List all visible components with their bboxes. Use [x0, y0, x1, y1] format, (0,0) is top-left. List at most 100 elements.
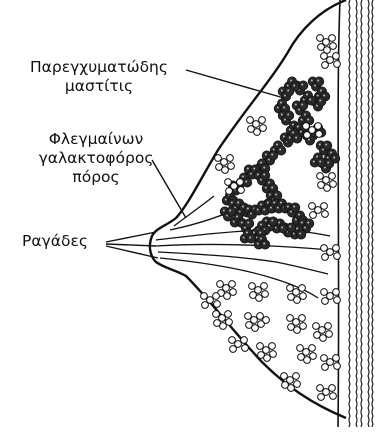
lobule-alveolus [322, 364, 329, 371]
inflamed-lobule [269, 217, 278, 226]
label-nipple-fissures: Ραγάδες [22, 232, 102, 251]
lobule-alveolus [309, 203, 316, 210]
inflamed-lobule-highlight [271, 187, 273, 189]
inflamed-lobule-highlight [304, 114, 306, 116]
inflamed-lobule [291, 203, 300, 212]
inflamed-lobule [269, 151, 278, 160]
lobule-alveolus [242, 345, 249, 352]
lobule-alveolus [315, 123, 322, 130]
lobule-alveolus [300, 293, 307, 300]
inflamed-lobule-highlight [320, 90, 322, 92]
lobule-alveolus [321, 245, 328, 252]
lobule-alveolus [226, 188, 233, 195]
inflamed-lobule-highlight [236, 216, 238, 218]
inflamed-lobule-highlight [280, 102, 282, 104]
lobule-alveolus [202, 302, 209, 309]
lobule-alveolus [329, 173, 336, 180]
lobule-alveolus [281, 373, 288, 380]
lobule-alveolus [263, 317, 270, 324]
inflamed-lobule-highlight [280, 202, 282, 204]
lobule-alveolus [333, 355, 340, 362]
lobule-alveolus [257, 343, 264, 350]
lobule-alveolus [300, 323, 307, 330]
inflamed-lobule-highlight [301, 222, 303, 224]
lobule-alveolus [213, 311, 220, 318]
lobule-alveolus [318, 394, 325, 401]
inflamed-lobule-highlight [293, 85, 295, 87]
lobule-alveolus [321, 289, 328, 296]
inflamed-lobule-highlight [296, 228, 298, 230]
lobule-alveolus [326, 331, 333, 338]
inflamed-lobule-highlight [327, 162, 329, 164]
inflamed-parenchyma [220, 77, 340, 249]
lobule-alveolus [334, 297, 341, 304]
lobule-alveolus [287, 285, 294, 292]
lobule-alveolus [294, 297, 301, 304]
inflamed-lobule-highlight [263, 243, 265, 245]
lobule-alveolus [330, 43, 337, 50]
lobule-alveolus [316, 131, 323, 138]
inflamed-lobule-highlight [287, 206, 289, 208]
lobule-alveolus [309, 345, 316, 352]
lobule-alveolus [321, 355, 328, 362]
inflamed-lobule-highlight [275, 194, 277, 196]
inflamed-lobule-highlight [307, 222, 309, 224]
inflamed-lobule [245, 219, 254, 228]
inflamed-lobule-highlight [295, 104, 297, 106]
inflamed-lobule-highlight [242, 176, 244, 178]
inflamed-lobule-highlight [268, 182, 270, 184]
lobule-alveolus [293, 373, 300, 380]
inflamed-lobule-highlight [260, 204, 262, 206]
inflamed-lobule-highlight [231, 202, 233, 204]
lobule-alveolus [261, 283, 268, 290]
inflamed-lobule-highlight [271, 154, 273, 156]
lobule-alveolus [228, 163, 235, 170]
lobule-alveolus [270, 351, 277, 358]
inflamed-lobule-highlight [257, 174, 259, 176]
inflamed-lobule-highlight [292, 124, 294, 126]
lobule-alveolus [237, 179, 244, 186]
inflamed-lobule [285, 87, 294, 96]
lobule-alveolus [329, 35, 336, 42]
inflamed-lobule-highlight [319, 144, 321, 146]
lobule-alveolus [225, 311, 232, 318]
lobule-alveolus [299, 315, 306, 322]
inflamed-lobule-highlight [301, 84, 303, 86]
inflamed-lobule-highlight [263, 167, 265, 169]
lobule-alveolus [238, 187, 245, 194]
inflamed-lobule-highlight [223, 210, 225, 212]
lobule-alveolus [310, 212, 317, 219]
label-line: Φλεγμαίνων [22, 130, 170, 149]
lobule-alveolus [226, 319, 233, 326]
inflamed-lobule-highlight [301, 104, 303, 106]
lobule-alveolus [213, 293, 220, 300]
inflamed-lobule [317, 97, 326, 106]
inflamed-lobule-highlight [319, 100, 321, 102]
lobule-alveolus [259, 117, 266, 124]
inflamed-lobule [299, 101, 308, 110]
inflamed-lobule [277, 146, 286, 155]
inflamed-lobule-highlight [247, 168, 249, 170]
inflamed-lobule-highlight [283, 107, 285, 109]
lobule-alveolus [317, 385, 324, 392]
inflamed-lobule-highlight [311, 80, 313, 82]
inflamed-lobule [315, 77, 324, 86]
inflamed-lobule-highlight [241, 222, 243, 224]
lobule-alveolus [313, 323, 320, 330]
label-line: Παρεγχυματώδης [12, 58, 186, 77]
inflamed-lobule [261, 171, 270, 180]
inflamed-lobule-highlight [306, 94, 308, 96]
lobule-alveolus [333, 289, 340, 296]
inflamed-lobule-highlight [260, 238, 262, 240]
inflamed-lobule [305, 219, 314, 228]
inflamed-lobule [323, 141, 332, 150]
inflamed-lobule-highlight [281, 227, 283, 229]
inflamed-lobule-highlight [237, 202, 239, 204]
lobule-alveolus [245, 313, 252, 320]
inflamed-lobule [307, 96, 316, 105]
lobule-alveolus [322, 254, 329, 261]
inflamed-lobule [285, 111, 294, 120]
lobule-alveolus [224, 293, 231, 300]
inflamed-lobule-highlight [246, 232, 248, 234]
